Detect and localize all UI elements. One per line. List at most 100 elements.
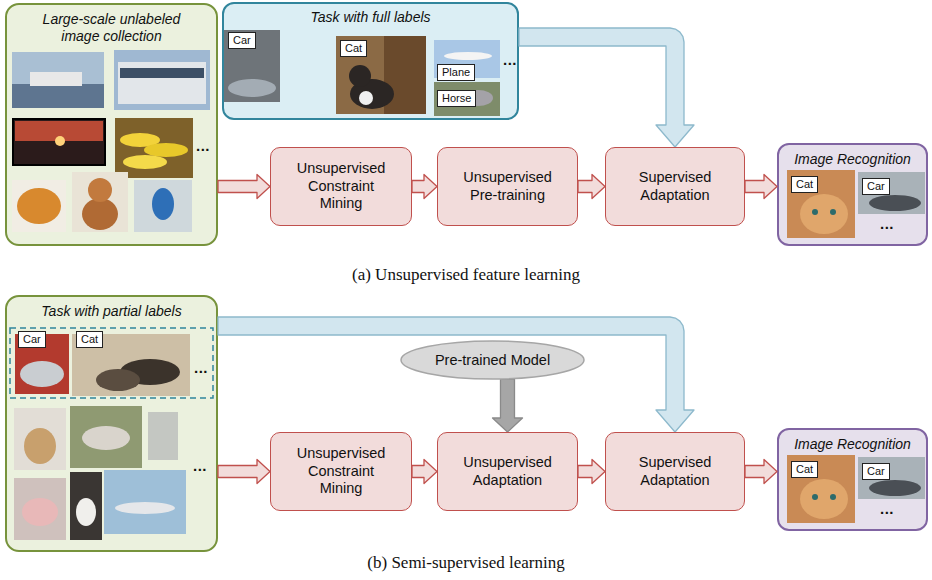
tag-label: Horse <box>442 92 471 105</box>
cat-photo <box>70 472 102 540</box>
tag-label: Car <box>867 180 885 193</box>
label-flow-arrow <box>218 317 694 432</box>
dog-photo <box>88 178 112 202</box>
bus-photo <box>114 50 210 110</box>
cat-photo <box>14 408 66 470</box>
class-tag: Car <box>18 331 46 348</box>
panel-title: Large-scale unlabeled image collection <box>24 11 200 45</box>
class-tag: Car <box>862 463 890 480</box>
process-box: Unsupervised Constraint Mining <box>270 147 412 226</box>
ellipse-shape <box>401 341 584 379</box>
car-photo <box>20 361 64 387</box>
cat-photo <box>359 91 373 105</box>
cat-photo <box>349 65 371 87</box>
banana-photo <box>115 118 193 178</box>
car-photo <box>858 172 925 214</box>
seaplane-photo <box>104 470 186 534</box>
tag-label: Cat <box>796 463 813 476</box>
horse-photo <box>70 406 142 468</box>
class-tag: Car <box>228 32 256 49</box>
process-box: Unsupervised Pre-training <box>437 147 578 226</box>
class-tag: Cat <box>791 461 818 478</box>
process-label: Unsupervised Pre-training <box>452 169 564 204</box>
panel-title: Image Recognition <box>779 436 926 453</box>
pig-photo <box>14 478 66 540</box>
car-photo <box>224 30 280 102</box>
plane-photo <box>434 40 500 78</box>
kitten-photo <box>787 455 855 523</box>
process-box: Unsupervised Constraint Mining <box>270 432 412 511</box>
car-photo <box>869 480 921 496</box>
harbor-photo <box>12 84 104 108</box>
harbor-photo <box>30 72 82 86</box>
pasta-photo <box>17 188 61 224</box>
ellipsis-mark: ... <box>503 52 517 67</box>
class-tag: Horse <box>437 90 476 107</box>
dog-photo <box>72 172 128 232</box>
plane-photo <box>444 52 492 60</box>
class-tag: Plane <box>437 64 475 81</box>
panel-title: Task with full labels <box>224 9 517 26</box>
block-arrow <box>218 460 270 484</box>
kitten-photo <box>812 209 818 215</box>
kitten-photo <box>800 479 848 519</box>
dog-photo <box>82 198 118 230</box>
process-box: Supervised Adaptation <box>605 432 745 511</box>
tag-label: Cat <box>81 333 98 346</box>
bird-photo <box>134 180 192 232</box>
car-photo <box>858 457 925 499</box>
horse-photo <box>434 82 500 116</box>
figure-caption: (b) Semi-supervised learning <box>0 553 932 573</box>
car-photo <box>869 195 921 211</box>
kitten-photo <box>830 494 836 500</box>
class-tag: Cat <box>791 176 818 193</box>
sunset-photo <box>55 136 65 146</box>
tag-label: Car <box>233 34 251 47</box>
car-photo <box>148 412 178 460</box>
cat-photo <box>336 36 426 114</box>
figure-caption: (a) Unsupervised feature learning <box>0 265 932 285</box>
block-arrow <box>578 175 605 199</box>
pig-photo <box>22 498 58 526</box>
process-box: Unsupervised Adaptation <box>437 432 578 511</box>
tag-label: Plane <box>442 66 470 79</box>
process-label: Supervised Adaptation <box>619 454 731 489</box>
sunset-photo <box>13 119 105 165</box>
tag-label: Cat <box>345 42 362 55</box>
model-arrow <box>493 379 523 432</box>
ellipsis-mark: ... <box>196 138 210 153</box>
seaplane-photo <box>115 502 175 514</box>
cat-photo <box>76 498 96 526</box>
process-label: Unsupervised Constraint Mining <box>285 445 397 498</box>
kitten-photo <box>787 170 855 238</box>
block-arrow <box>218 175 270 199</box>
car-photo <box>228 79 276 97</box>
cat-photo <box>96 369 140 391</box>
horse-photo <box>82 426 130 450</box>
ellipsis-mark: ... <box>880 501 894 516</box>
block-arrow <box>745 460 777 484</box>
process-label: Unsupervised Constraint Mining <box>285 160 397 213</box>
block-arrow <box>412 175 437 199</box>
bus-photo <box>118 62 206 104</box>
block-arrow <box>745 175 777 199</box>
bus-photo <box>120 68 204 78</box>
model-ellipse: Pre-trained Model <box>400 340 585 380</box>
block-arrow <box>578 460 605 484</box>
process-label: Unsupervised Adaptation <box>452 454 564 489</box>
class-tag: Cat <box>76 331 103 348</box>
labeled-subset-outline <box>10 328 213 398</box>
model-label: Pre-trained Model <box>435 352 550 368</box>
bird-photo <box>152 188 174 220</box>
class-tag: Car <box>862 178 890 195</box>
ellipsis-mark: ... <box>194 360 208 375</box>
banana-photo <box>123 155 167 169</box>
car-photo <box>15 334 69 394</box>
kitten-photo <box>830 209 836 215</box>
tag-label: Cat <box>796 178 813 191</box>
banana-photo <box>144 143 188 157</box>
cat-photo <box>72 334 190 396</box>
tag-label: Car <box>867 465 885 478</box>
ellipsis-mark: ... <box>193 458 207 473</box>
label-flow-arrow <box>519 28 694 147</box>
